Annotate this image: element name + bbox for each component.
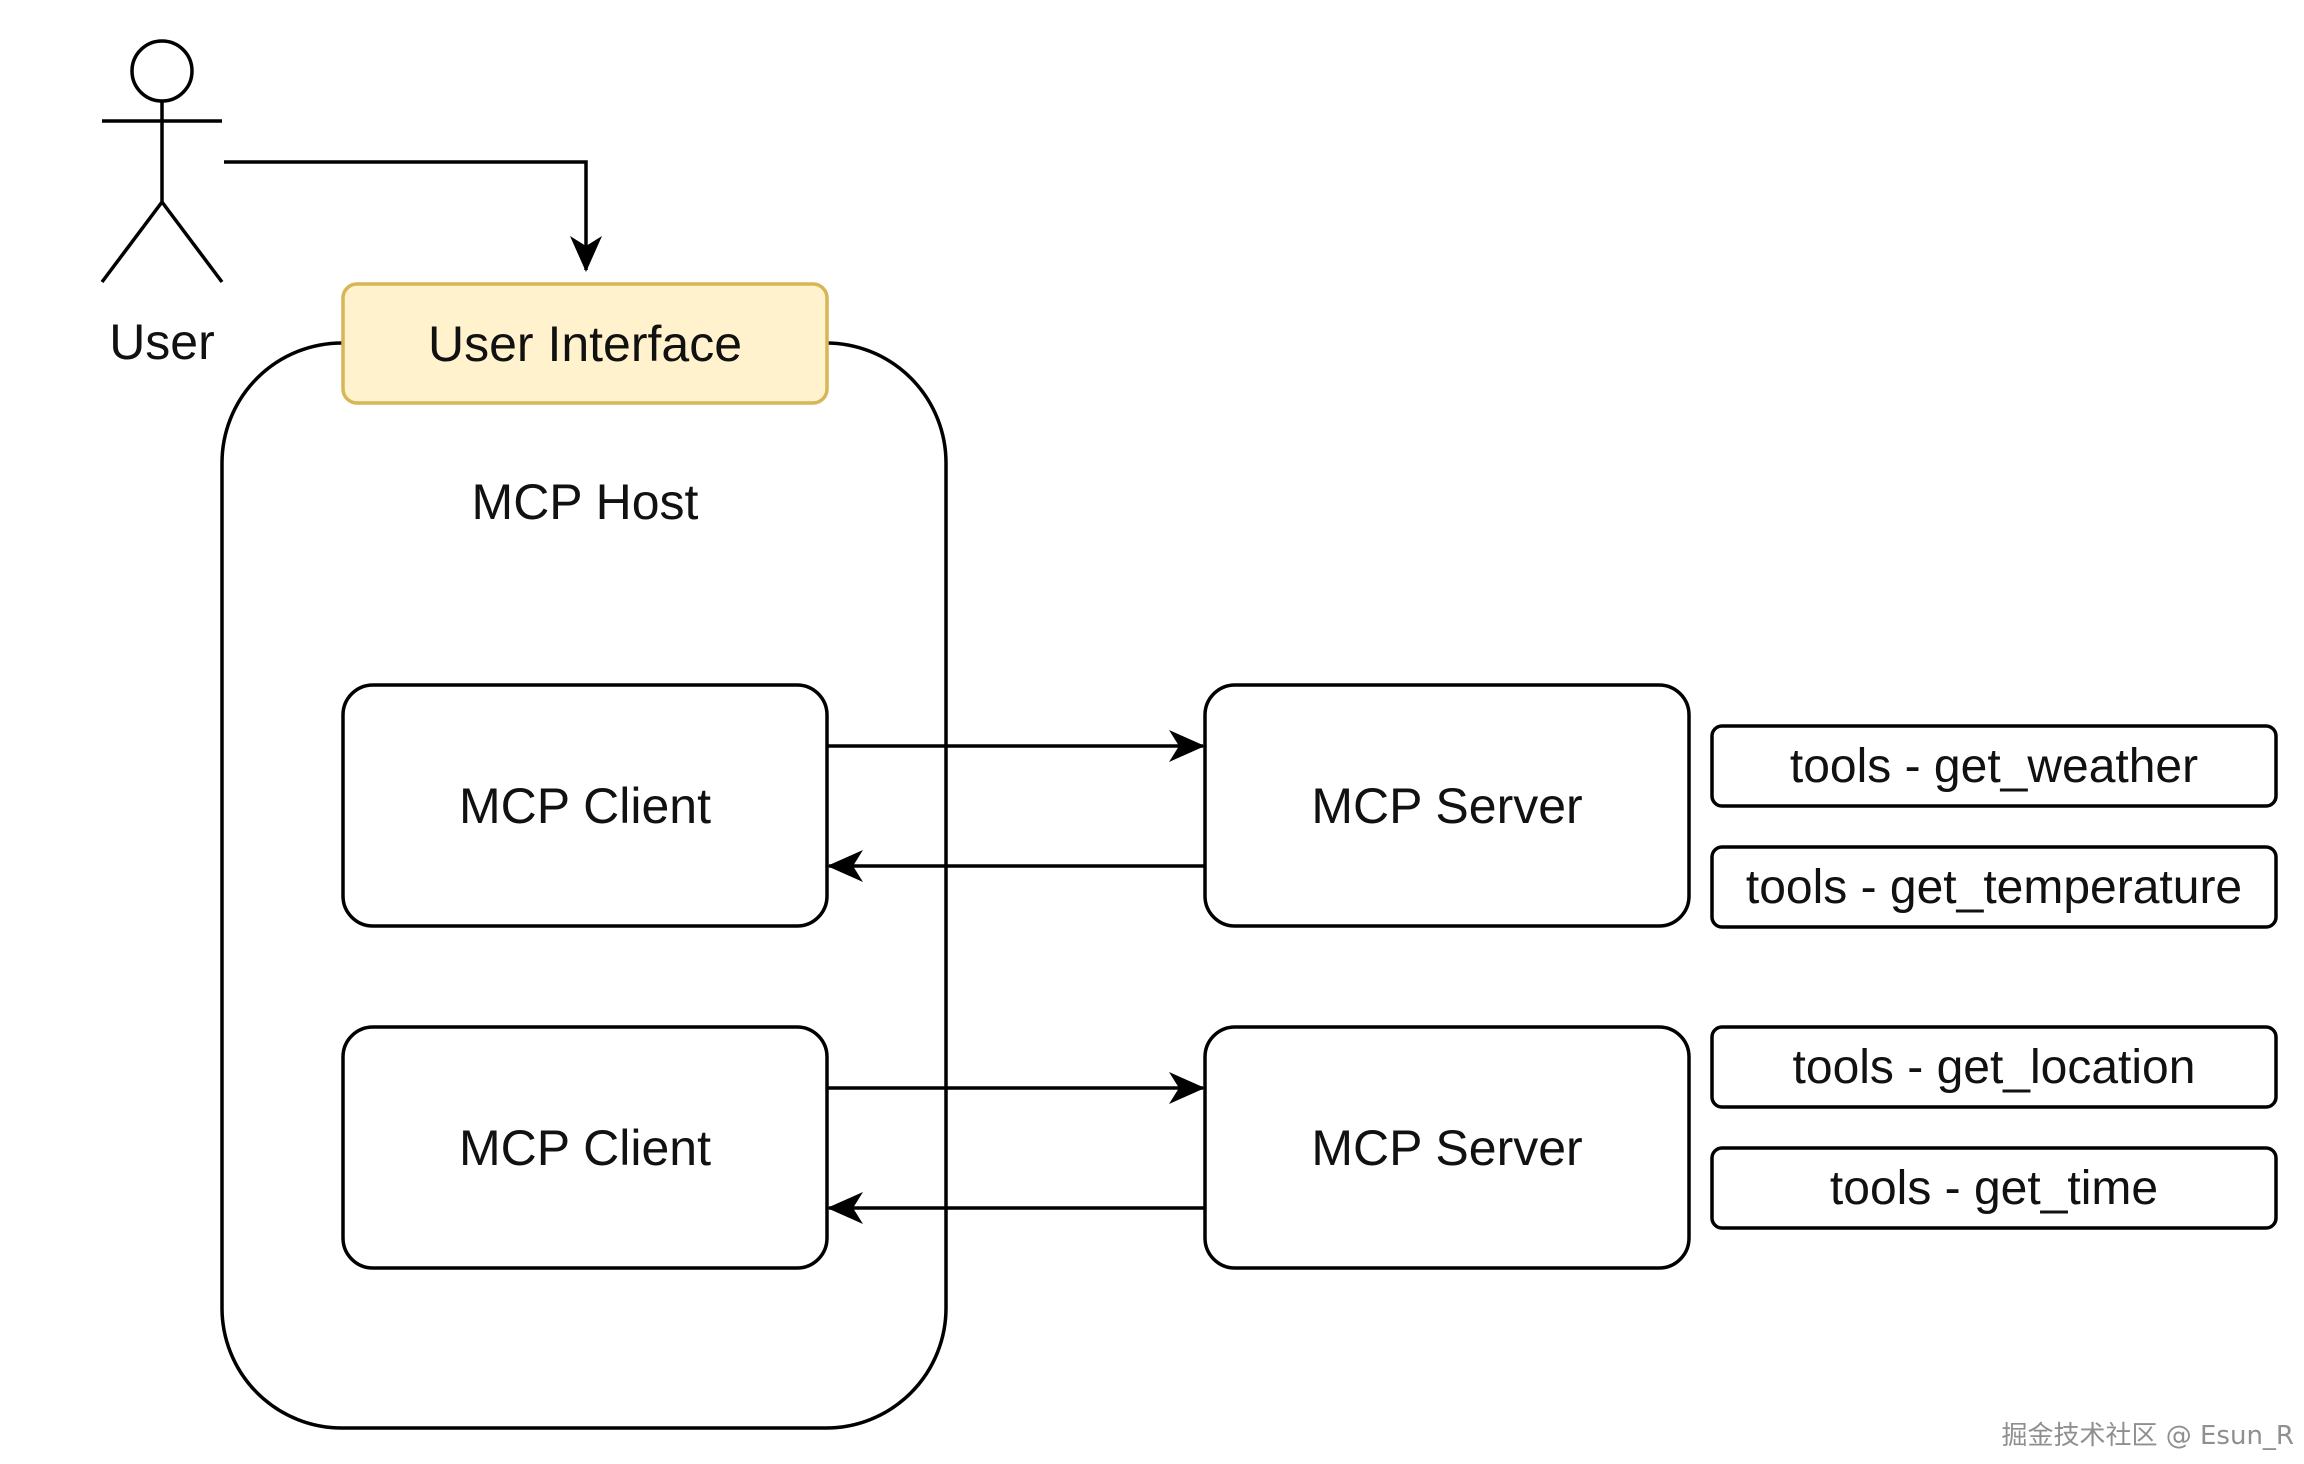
mcp-client-box-2 bbox=[341, 1025, 829, 1270]
tool-box-3 bbox=[1710, 1025, 2278, 1109]
mcp-client-box-1 bbox=[341, 683, 829, 928]
user-interface-label: User Interface bbox=[427, 315, 742, 372]
user-actor-icon bbox=[100, 39, 224, 284]
tool-label-get-time: tools - get_time bbox=[1829, 1161, 2159, 1215]
mcp-host-label: MCP Host bbox=[471, 474, 699, 530]
tool-box-1 bbox=[1710, 724, 2278, 808]
mcp-server-label-2: MCP Server bbox=[1311, 1119, 1583, 1176]
mcp-client-label-2: MCP Client bbox=[459, 1119, 711, 1176]
tool-label-get-temperature: tools - get_temperature bbox=[1745, 860, 2243, 914]
tool-label-get-weather: tools - get_weather bbox=[1789, 739, 2199, 793]
mcp-server-box-2 bbox=[1203, 1025, 1691, 1270]
mcp-client-label-1: MCP Client bbox=[459, 777, 711, 834]
mcp-server-label-1: MCP Server bbox=[1311, 777, 1583, 834]
user-interface-box bbox=[341, 282, 829, 405]
watermark-text: 掘金技术社区 @ Esun_R bbox=[2001, 1421, 2294, 1451]
user-actor-label: User bbox=[109, 314, 215, 370]
tool-label-get-location: tools - get_location bbox=[1792, 1040, 2196, 1094]
user-to-ui-connector bbox=[224, 160, 602, 272]
tool-box-4 bbox=[1710, 1146, 2278, 1230]
tool-box-2 bbox=[1710, 845, 2278, 929]
mcp-server-box-1 bbox=[1203, 683, 1691, 928]
